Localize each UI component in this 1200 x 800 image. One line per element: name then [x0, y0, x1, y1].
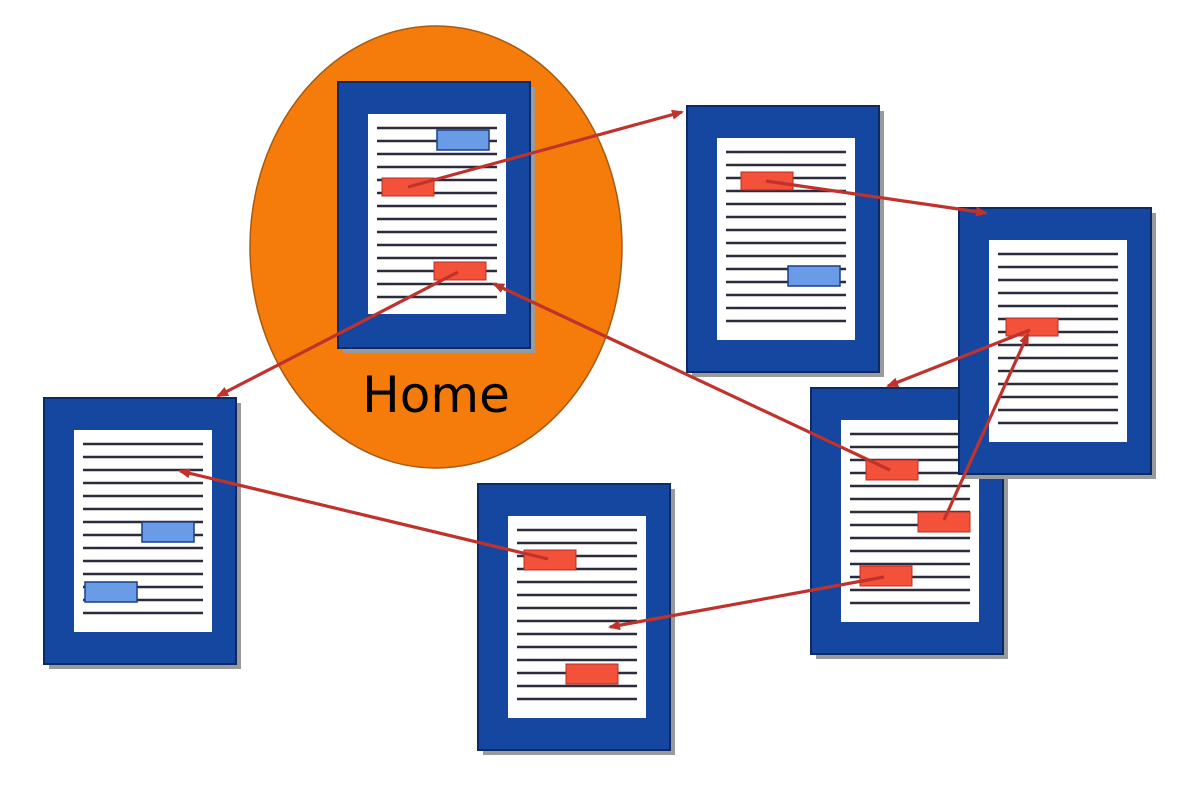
page-d-document	[477, 483, 675, 755]
home-document	[337, 81, 535, 353]
page-a-document	[686, 105, 884, 377]
arrow-page-a-to-page-b	[765, 179, 988, 217]
home-label: Home	[362, 366, 510, 424]
page-b-document	[958, 207, 1156, 479]
hyperlink	[917, 511, 971, 533]
arrow-page-c-to-home	[492, 282, 891, 472]
pages-layer	[43, 81, 1156, 755]
page-body	[989, 240, 1127, 442]
page-e-document	[43, 397, 241, 669]
arrow-page-b-to-page-c	[886, 328, 1031, 388]
page-body	[717, 138, 855, 340]
hyperlink	[523, 549, 577, 571]
arrow-page-d-to-page-e	[178, 468, 549, 561]
arrow-page-c-to-page-d	[608, 575, 885, 631]
anchor-target	[436, 129, 490, 151]
page-body	[508, 516, 646, 718]
hyperlink	[1005, 317, 1059, 337]
anchor-target	[787, 265, 841, 287]
arrow-page-c-to-page-b	[942, 332, 1030, 521]
arrows-layer	[178, 109, 1031, 631]
anchor-target	[84, 581, 138, 603]
hyperlink	[859, 565, 913, 587]
arrow-home-to-page-a	[407, 109, 684, 189]
arrow-home-to-page-e	[216, 270, 459, 398]
anchor-target	[141, 521, 195, 543]
hyperlink	[565, 663, 619, 685]
hyperlink	[433, 261, 487, 281]
